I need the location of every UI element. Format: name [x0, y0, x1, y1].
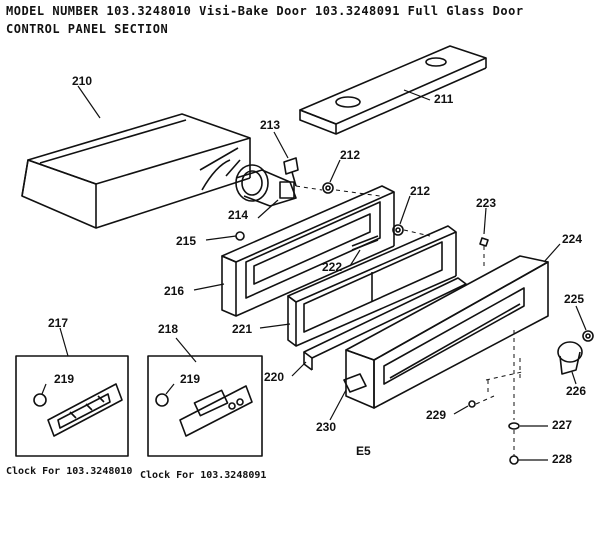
callout-219-right: 219 — [180, 372, 201, 386]
callout-213: 213 — [260, 118, 281, 132]
header-section-title: CONTROL PANEL SECTION — [6, 22, 169, 36]
part-214-motor — [201, 159, 297, 207]
callout-227: 227 — [552, 418, 573, 432]
part-212-nut-upper — [322, 182, 334, 194]
callout-226: 226 — [566, 384, 587, 398]
part-221-panel-face — [287, 225, 457, 347]
callout-212-right: 212 — [410, 184, 431, 198]
callout-216: 216 — [164, 284, 185, 298]
callout-214: 214 — [228, 208, 249, 222]
callout-228: 228 — [552, 452, 573, 466]
page-code: E5 — [356, 444, 371, 458]
callout-210: 210 — [72, 74, 93, 88]
callout-211: 211 — [434, 92, 454, 106]
part-211-bracket — [299, 45, 487, 135]
part-213-screw — [283, 157, 299, 187]
callout-219-left: 219 — [54, 372, 75, 386]
part-226-knob — [557, 341, 583, 375]
callout-221: 221 — [232, 322, 253, 336]
part-220-trim — [303, 277, 467, 371]
box-217 — [15, 355, 129, 457]
callout-215: 215 — [176, 234, 197, 248]
caption-clock-right: Clock For 103.3248091 — [140, 470, 267, 481]
part-224-housing — [345, 255, 549, 409]
box-218 — [147, 355, 263, 457]
part-227-washer — [508, 422, 520, 430]
callout-222: 222 — [322, 260, 343, 274]
caption-clock-left: Clock For 103.3248010 — [6, 466, 133, 477]
callout-224: 224 — [562, 232, 583, 246]
part-222-rail — [351, 235, 379, 251]
part-216-panel-frame — [221, 185, 395, 317]
header-model-line: MODEL NUMBER 103.3248010 Visi-Bake Door … — [6, 4, 524, 18]
part-230-clip — [343, 373, 367, 393]
part-223-screw — [479, 237, 489, 247]
part-212-nut-right — [392, 224, 404, 236]
callout-220: 220 — [264, 370, 285, 384]
callout-225: 225 — [564, 292, 585, 306]
callout-229: 229 — [426, 408, 447, 422]
leader-lines — [41, 85, 587, 461]
part-229-screw — [468, 400, 476, 408]
assembly-lines — [295, 185, 523, 456]
callout-212-upper: 212 — [340, 148, 361, 162]
part-225-screw — [582, 330, 594, 342]
callout-217: 217 — [48, 316, 69, 330]
part-215-screw — [235, 231, 245, 241]
part-210-tray — [21, 113, 251, 229]
part-228-screw — [509, 455, 519, 465]
callout-218: 218 — [158, 322, 179, 336]
callout-223: 223 — [476, 196, 497, 210]
callout-230: 230 — [316, 420, 337, 434]
